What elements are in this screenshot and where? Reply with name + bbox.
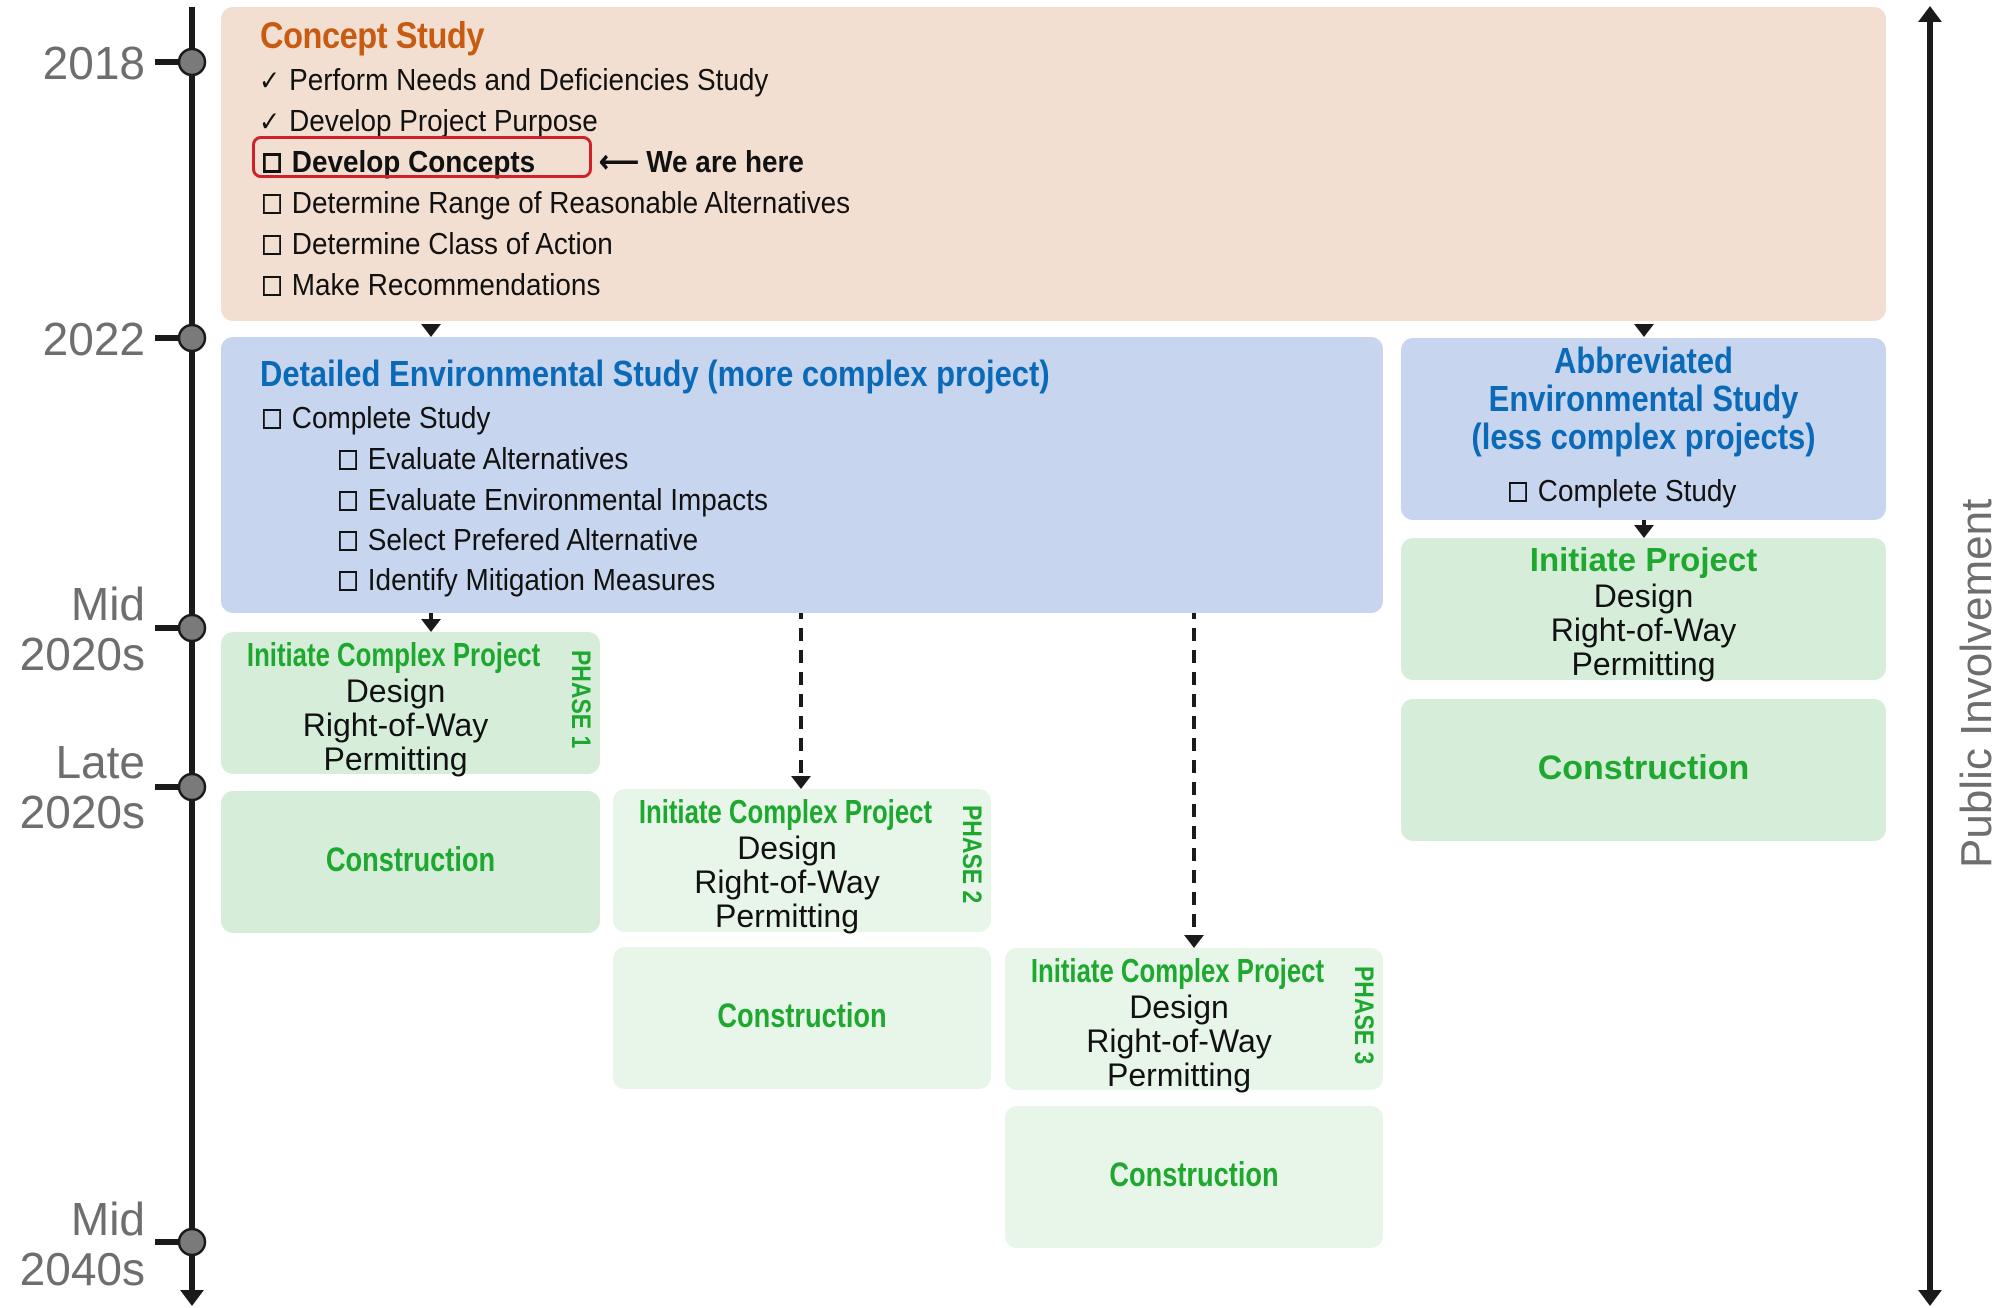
construction-label: Construction [1109,1156,1279,1194]
checkmark-icon: ✓ [259,106,281,137]
public-involvement-arrow-up-icon [1918,6,1942,22]
phase2-construction-box: Construction [613,947,991,1089]
concept-study-title: Concept Study [260,15,485,56]
arrowhead-icon [1634,324,1654,337]
phase1-initiate-box: Initiate Complex Project Design Right-of… [221,632,600,776]
phase3-initiate-box: Initiate Complex Project Design Right-of… [1005,948,1383,1092]
timeline-label-2022: 2022 [42,313,145,365]
timeline-node-1 [177,323,207,353]
construction-label: Construction [1537,749,1750,787]
phase2-tag: PHASE 2 [957,805,987,904]
checkbox-icon [263,194,281,214]
checkbox-icon [339,450,357,470]
timeline-node-3 [177,772,207,802]
arrowhead-icon [1184,935,1204,948]
timeline-label-mid-2020s: Mid 2020s [19,578,145,680]
phase2-initiate-box: Initiate Complex Project Design Right-of… [613,789,991,933]
phase1-initiate-title: Initiate Complex Project [246,636,541,673]
timeline-label-late-2020s: Late 2020s [19,736,145,838]
checkbox-icon [263,409,281,429]
phase2-initiate-title: Initiate Complex Project [638,793,933,830]
we-are-here-marker: ⟵We are here [599,144,804,179]
phase3-construction-box: Construction [1005,1106,1383,1248]
timeline-arrowhead-icon [180,1290,204,1306]
checkbox-icon [263,235,281,255]
current-step-highlight [252,136,592,178]
detailed-item-5: Identify Mitigation Measures [339,559,715,600]
concept-item-5: Determine Class of Action [263,223,613,264]
timeline-node-2 [177,613,207,643]
detailed-item-4: Select Prefered Alternative [339,519,698,560]
concept-item-2: ✓Develop Project Purpose [259,100,598,142]
phase3-initiate-title: Initiate Complex Project [1030,952,1325,989]
public-involvement-label: Public Involvement [1952,498,2000,868]
timeline-node-4 [177,1227,207,1257]
checkmark-icon: ✓ [259,65,281,96]
checkbox-icon [263,276,281,296]
abbreviated-initiate-title: Initiate Project [1529,541,1758,578]
detailed-item-1: Complete Study [263,397,490,438]
detailed-item-3: Evaluate Environmental Impacts [339,479,768,520]
construction-label: Construction [325,841,496,879]
abbreviated-item: Complete Study [1509,470,1736,511]
concept-item-1: ✓Perform Needs and Deficiencies Study [259,59,768,101]
arrowhead-icon [421,324,441,337]
concept-item-3-current: Develop Concepts [263,141,535,182]
phase3-tag: PHASE 3 [1349,966,1379,1065]
timeline-node-0 [177,47,207,77]
abbreviated-study-box: Abbreviated Environmental Study (less co… [1401,338,1886,520]
timeline-label-mid-2040s: Mid 2040s [19,1193,145,1295]
construction-label: Construction [717,997,887,1035]
checkbox-icon [339,531,357,551]
abbreviated-construction-box: Construction [1401,699,1886,841]
checkbox-icon [339,571,357,591]
arrowhead-icon [421,619,441,632]
phase1-tag: PHASE 1 [566,650,596,749]
concept-item-6: Make Recommendations [263,264,600,305]
detailed-item-2: Evaluate Alternatives [339,438,628,479]
arrowhead-icon [791,776,811,789]
checkbox-icon [263,153,281,173]
concept-study-box: Concept Study ✓Perform Needs and Deficie… [221,7,1886,321]
abbreviated-initiate-box: Initiate Project Design Right-of-Way Per… [1401,538,1886,681]
arrowhead-icon [1634,525,1654,538]
detailed-study-title: Detailed Environmental Study (more compl… [260,353,1050,394]
abbreviated-study-title: Abbreviated Environmental Study (less co… [1471,340,1816,457]
concept-item-4: Determine Range of Reasonable Alternativ… [263,182,850,223]
detailed-study-box: Detailed Environmental Study (more compl… [221,337,1383,613]
phase1-construction-box: Construction [221,791,600,933]
public-involvement-arrow-down-icon [1918,1290,1942,1306]
checkbox-icon [339,491,357,511]
arrow-left-icon: ⟵ [599,144,640,179]
timeline-label-2018: 2018 [42,37,145,89]
checkbox-icon [1509,482,1527,502]
